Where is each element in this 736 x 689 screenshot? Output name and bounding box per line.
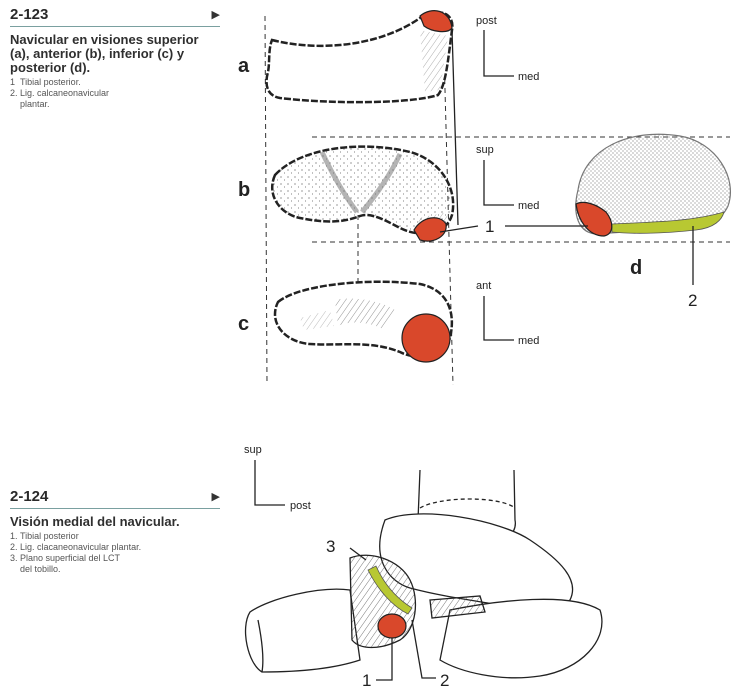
svg-text:med: med	[518, 335, 539, 347]
svg-text:med: med	[518, 200, 539, 212]
view-d-posterior	[576, 134, 731, 236]
orientation-marker-a: post med	[476, 15, 539, 83]
svg-text:med: med	[518, 71, 539, 83]
view-label-a: a	[238, 55, 250, 77]
callout-1-124: 1	[362, 671, 371, 689]
callout-2: 2	[688, 291, 697, 310]
view-a-superior	[267, 11, 453, 103]
svg-text:ant: ant	[476, 280, 491, 292]
callout-3: 3	[326, 537, 335, 556]
view-b-anterior	[272, 147, 453, 241]
view-c-inferior	[275, 282, 452, 362]
callout-1: 1	[485, 217, 494, 236]
svg-text:post: post	[290, 500, 311, 512]
orientation-marker-c: ant med	[476, 280, 539, 347]
tibial-posterior-insertion-124	[378, 614, 406, 638]
view-label-d: d	[630, 257, 642, 279]
view-label-c: c	[238, 313, 249, 335]
orientation-marker-b: sup med	[476, 144, 539, 212]
svg-text:sup: sup	[476, 144, 494, 156]
svg-text:sup: sup	[244, 444, 262, 456]
callout-2-124: 2	[440, 671, 449, 689]
view-label-b: b	[238, 179, 250, 201]
orientation-marker-124: sup post	[244, 444, 311, 512]
tibial-posterior-insertion	[402, 314, 450, 362]
svg-text:post: post	[476, 15, 497, 27]
